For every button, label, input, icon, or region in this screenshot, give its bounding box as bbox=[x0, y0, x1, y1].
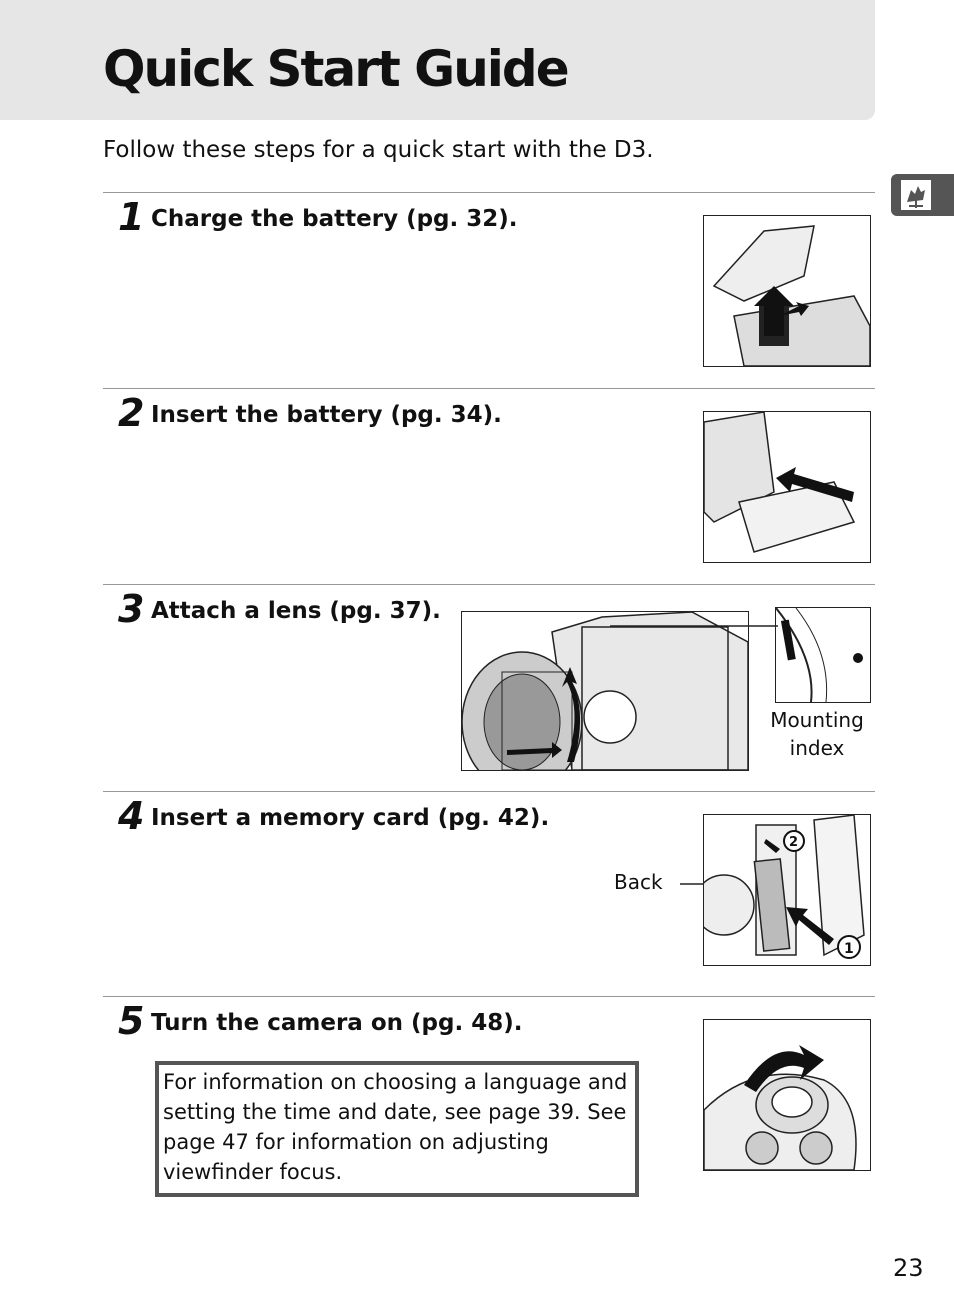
step-number: 5 bbox=[118, 999, 145, 1043]
mounting-index-closeup bbox=[775, 607, 871, 703]
section-tab[interactable] bbox=[891, 174, 954, 216]
step-text: Insert the battery (pg. 34). bbox=[151, 402, 502, 428]
svg-text:2: 2 bbox=[789, 835, 798, 850]
step-text: Turn the camera on (pg. 48). bbox=[151, 1010, 523, 1036]
mounting-caption-line1: Mounting bbox=[770, 708, 864, 732]
step-divider bbox=[103, 996, 875, 997]
lens-attach-illustration bbox=[461, 611, 749, 771]
step-text: Charge the battery (pg. 32). bbox=[151, 206, 518, 232]
mounting-index-caption: Mounting index bbox=[760, 706, 874, 762]
mounting-index-leader-line bbox=[610, 625, 778, 627]
power-switch-illustration bbox=[703, 1019, 871, 1171]
intro-text: Follow these steps for a quick start wit… bbox=[103, 137, 654, 163]
step-text: Attach a lens (pg. 37). bbox=[151, 598, 441, 624]
step-number: 1 bbox=[118, 195, 145, 239]
quick-start-rooster-icon bbox=[901, 180, 931, 210]
memory-card-illustration: 1 2 bbox=[703, 814, 871, 966]
mounting-caption-line2: index bbox=[789, 736, 845, 760]
step-number: 4 bbox=[118, 794, 145, 838]
step-text: Insert a memory card (pg. 42). bbox=[151, 805, 550, 831]
battery-insertion-illustration bbox=[703, 411, 871, 563]
info-note: For information on choosing a language a… bbox=[155, 1061, 639, 1197]
step-divider bbox=[103, 584, 875, 585]
step-divider bbox=[103, 791, 875, 792]
step-divider bbox=[103, 192, 875, 193]
step-divider bbox=[103, 388, 875, 389]
back-label: Back bbox=[614, 870, 663, 894]
battery-charger-illustration bbox=[703, 215, 871, 367]
step-number: 2 bbox=[118, 391, 145, 435]
step-number: 3 bbox=[118, 587, 145, 631]
page-number: 23 bbox=[893, 1254, 924, 1282]
page-title: Quick Start Guide bbox=[103, 40, 570, 98]
header-band bbox=[0, 0, 875, 120]
svg-text:1: 1 bbox=[844, 941, 854, 957]
